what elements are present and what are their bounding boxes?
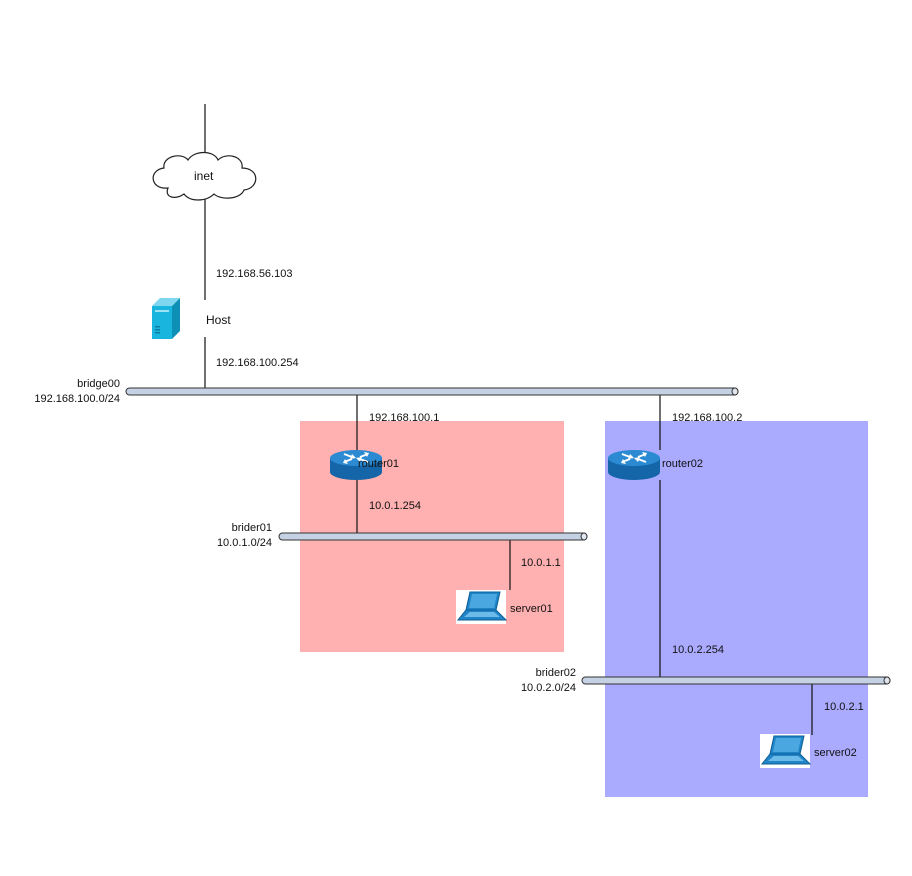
- cloud-label: inet: [194, 169, 214, 183]
- bridge00-bar: [125, 387, 739, 396]
- brider01-subnet: 10.0.1.0/24: [216, 537, 272, 549]
- brider02-name: brider02: [535, 667, 576, 679]
- router01-label: router01: [358, 458, 399, 470]
- router02-label: router02: [662, 458, 703, 470]
- host-ip-upstream: 192.168.56.103: [216, 268, 293, 280]
- router01-ip-downstream: 10.0.1.254: [369, 500, 421, 512]
- router01-ip-upstream: 192.168.100.1: [369, 412, 440, 424]
- router02-icon: [608, 450, 660, 480]
- brider02-bar: [581, 676, 891, 685]
- cloud-icon: [152, 151, 257, 201]
- router01-icon: [330, 450, 382, 480]
- server01-ip: 10.0.1.1: [521, 557, 561, 569]
- brider02-subnet: 10.0.2.0/24: [520, 682, 576, 694]
- brider01-name: brider01: [231, 522, 272, 534]
- brider01-bar: [278, 532, 588, 541]
- host-label: Host: [206, 313, 231, 327]
- bridge00-name: bridge00: [77, 378, 120, 390]
- server02-laptop-icon: [760, 734, 812, 768]
- server02-ip: 10.0.2.1: [824, 701, 864, 713]
- router02-zone: [605, 421, 868, 797]
- server02-label: server02: [814, 747, 857, 759]
- server01-label: server01: [510, 603, 553, 615]
- host-ip-downstream: 192.168.100.254: [216, 357, 299, 369]
- router02-ip-upstream: 192.168.100.2: [672, 412, 743, 424]
- server01-laptop-icon: [456, 590, 508, 624]
- router02-ip-downstream: 10.0.2.254: [672, 644, 724, 656]
- bridge00-subnet: 192.168.100.0/24: [34, 393, 120, 405]
- server-tower-icon: [152, 298, 180, 339]
